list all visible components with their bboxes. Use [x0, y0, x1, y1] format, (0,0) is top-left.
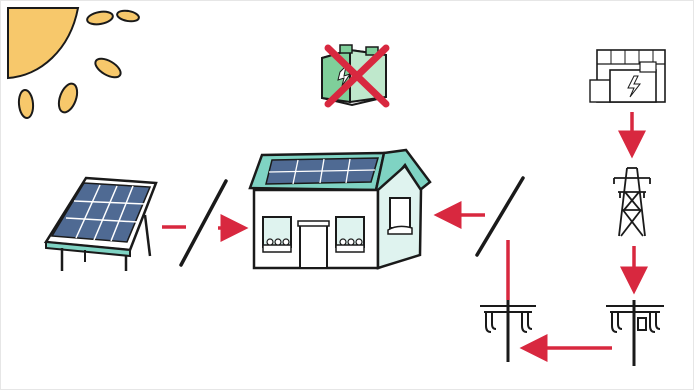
transmission-tower-icon — [613, 167, 651, 237]
sun-icon — [7, 7, 140, 119]
power-plant-icon — [589, 49, 666, 103]
solar-panel-icon — [43, 176, 158, 271]
utility-pole-left-icon — [480, 300, 536, 362]
utility-pole-right-icon — [606, 300, 664, 366]
house-with-solar-roof-icon — [248, 148, 432, 270]
open-switch-right-icon — [475, 176, 525, 257]
cross-icon — [324, 44, 390, 108]
open-switch-left-icon — [179, 179, 228, 267]
